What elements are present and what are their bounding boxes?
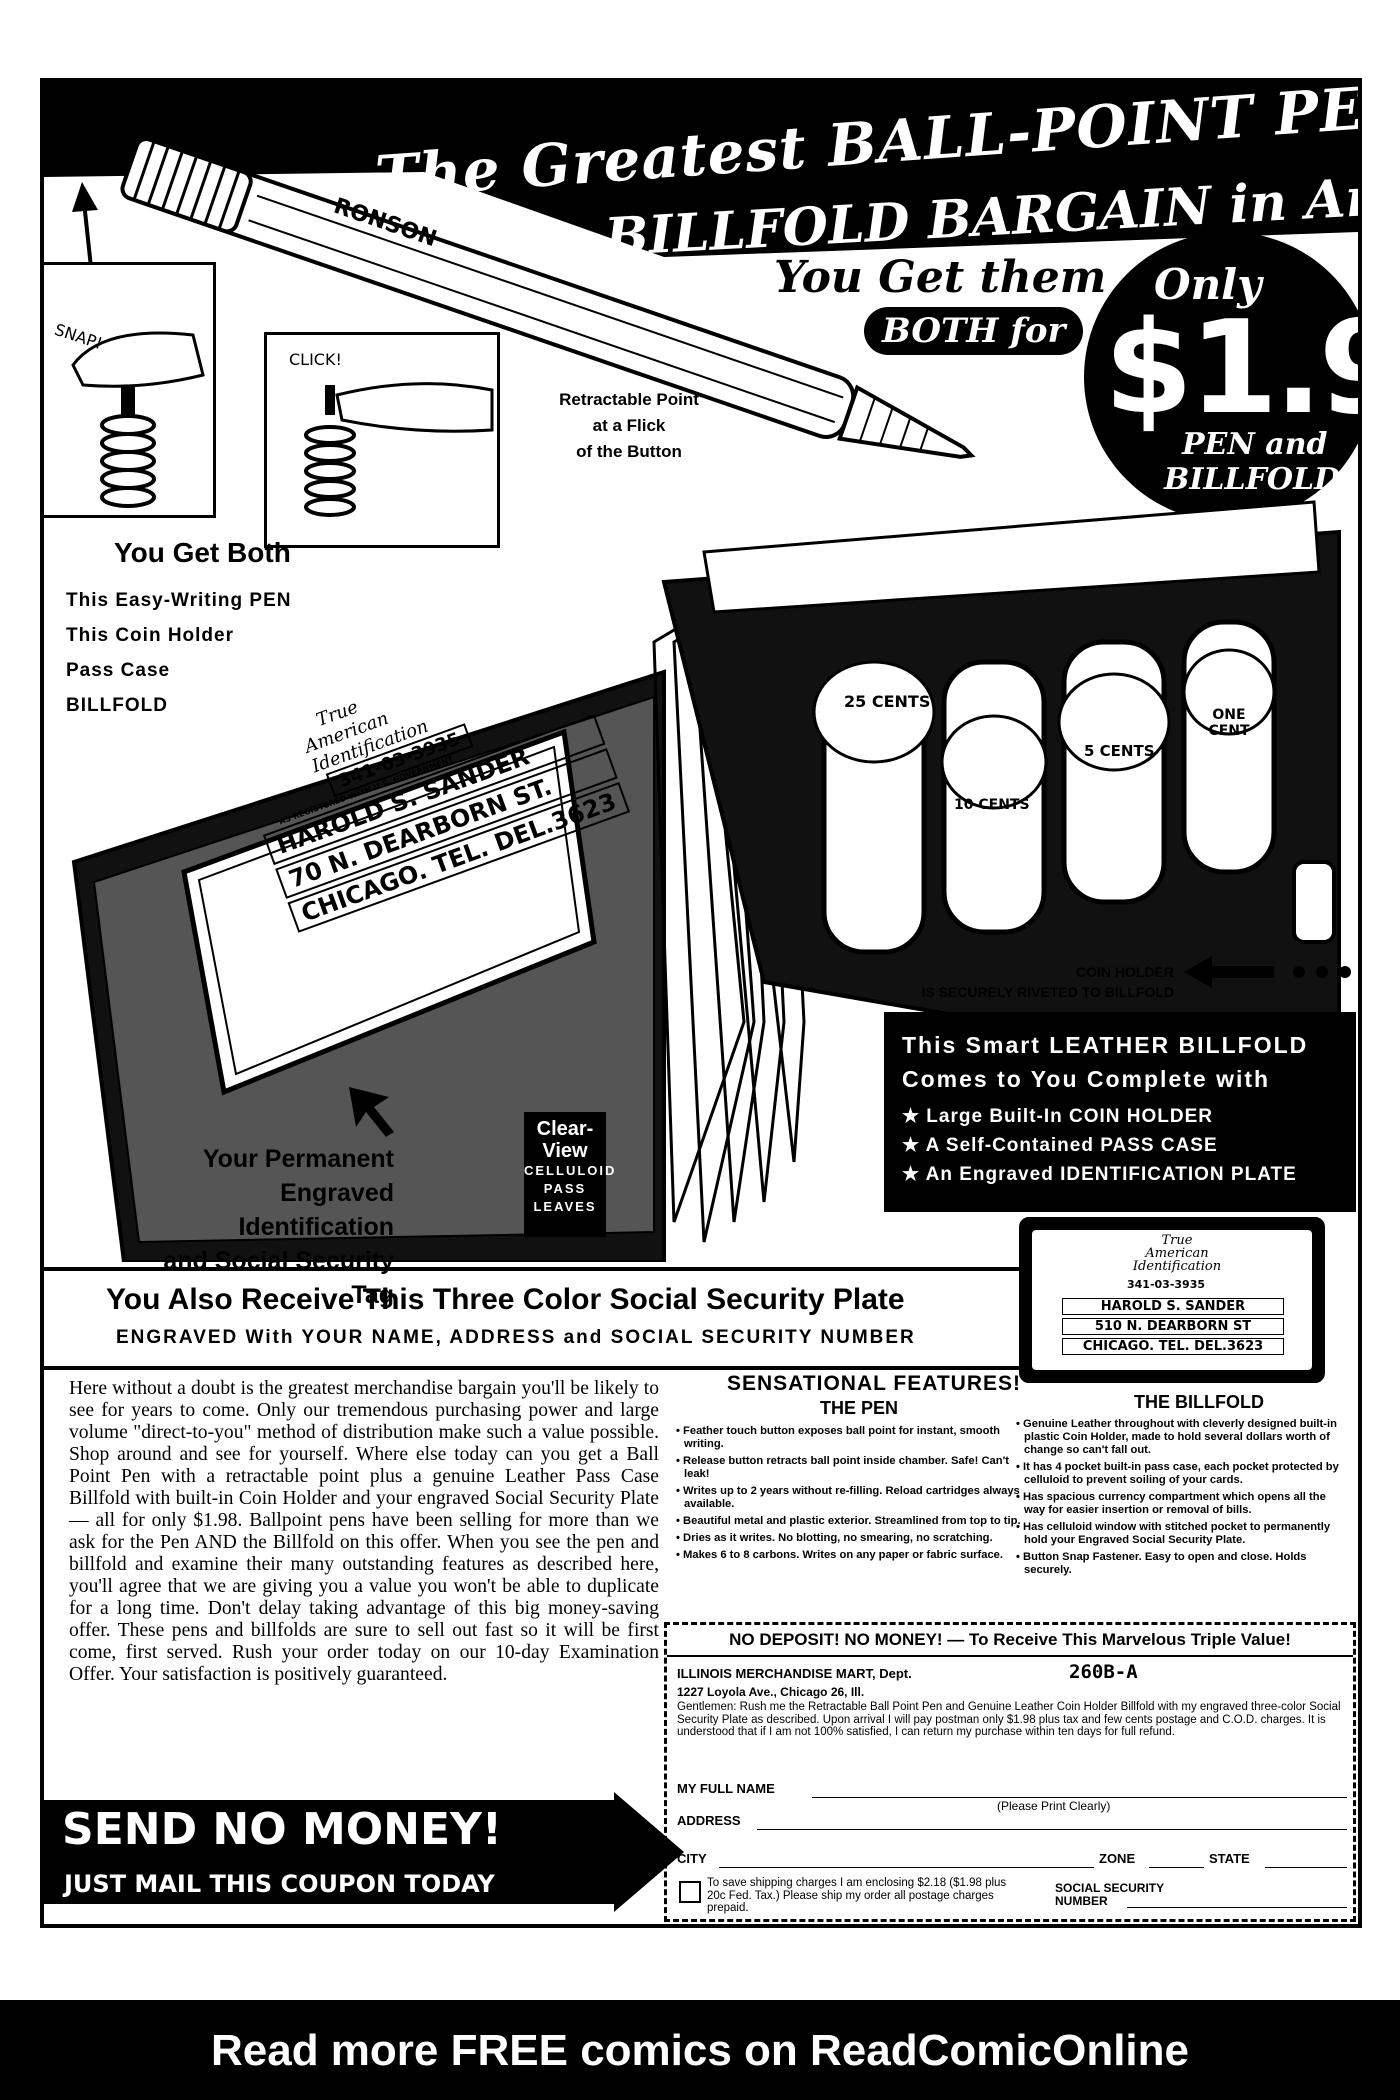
pointer-arrow-icon [349,1087,394,1137]
coin-dime: 10 CENTS [954,797,1030,813]
footer-banner: Read more FREE comics on ReadComicOnline [0,2000,1400,2100]
list-item: • Writes up to 2 years without re-fillin… [676,1485,1020,1510]
retract-caption: Retractable Point at a Flick of the Butt… [559,390,699,461]
you-get-both-title: You Get Both [114,537,291,568]
price-only: Only [1154,260,1262,309]
list-item: • Button Snap Fastener. Easy to open and… [1016,1551,1307,1576]
list-item: • Has spacious currency compartment whic… [1016,1491,1326,1516]
coin-quarter: 25 CENTS [844,692,931,711]
coin-nickel: 5 CENTS [1084,742,1155,760]
social-security-label: SOCIAL SECURITY [1055,1881,1165,1895]
ballpoint-pen-icon: RONSON [120,137,976,459]
coupon-header: NO DEPOSIT! NO MONEY! — To Receive This … [667,1625,1353,1657]
coupon-company: ILLINOIS MERCHANDISE MART, Dept. [677,1666,912,1681]
both-item-coin: This Coin Holder [66,625,234,646]
list-item: • Has celluloid window with stitched poc… [1016,1521,1331,1546]
clear-view-badge: Clear- View CELLULOID PASS LEAVES [524,1112,614,1237]
coin-penny: ONE CENT [1208,707,1250,739]
zone-field[interactable] [1149,1867,1204,1868]
order-coupon: NO DEPOSIT! NO MONEY! — To Receive This … [664,1622,1356,1922]
state-field[interactable] [1265,1867,1347,1868]
three-color-banner: You Also Receive This Three Color Social… [44,1267,1044,1370]
social-security-number-label: NUMBER [1055,1894,1108,1908]
list-item: • Dries as it writes. No blotting, no sm… [676,1532,993,1544]
click-panel [264,332,500,548]
coupon-dept-code: 260B-A [1069,1661,1138,1683]
three-color-subtitle: ENGRAVED With YOUR NAME, ADDRESS and SOC… [116,1327,916,1348]
headline-band [44,82,1358,257]
body-copy: Here without a doubt is the greatest mer… [69,1378,659,1685]
zone-label: ZONE [1099,1851,1136,1866]
prepay-checkbox[interactable] [679,1881,701,1903]
advertisement: The Greatest BALL-POINT PEN and BILLFOLD… [40,78,1362,1928]
both-item-billfold: BILLFOLD [66,695,168,716]
pen-features-list: • Feather touch button exposes ball poin… [676,1425,1026,1566]
price-badge: Only $1.98 PEN and BILLFOLD [1084,232,1358,522]
social-security-field[interactable] [1127,1907,1347,1908]
list-item: • Release button retracts ball point ins… [676,1455,1009,1480]
billfold-features-list: • Genuine Leather throughout with clever… [1016,1418,1348,1581]
both-item-pass: Pass Case [66,660,171,681]
pen-features-title: THE PEN [819,1398,898,1418]
list-item: • Beautiful metal and plastic exterior. … [676,1515,1021,1527]
list-item: • Feather touch button exposes ball poin… [676,1425,1001,1450]
both-item-pen: This Easy-Writing PEN [66,590,292,611]
coupon-address: 1227 Loyola Ave., Chicago 26, Ill. [677,1685,865,1699]
send-no-money-arrow [44,1792,684,1912]
permanent-id-caption: Your Permanent Engraved Identification a… [163,1145,394,1309]
features-title: SENSATIONAL FEATURES! [726,1372,1021,1395]
coupon-gentlemen: Gentlemen: Rush me the Retractable Ball … [677,1701,1341,1738]
full-name-field[interactable] [812,1797,1347,1798]
snap-panel [44,262,216,518]
full-name-label: MY FULL NAME [677,1781,775,1796]
arrow-left-dots-icon [1184,956,1351,988]
price-sub-pen: PEN and [1182,427,1328,462]
address-label: ADDRESS [677,1813,741,1828]
three-color-title: You Also Receive This Three Color Social… [106,1283,905,1316]
billfold-features-title: THE BILLFOLD [1134,1392,1264,1412]
list-item: • It has 4 pocket built-in pass case, ea… [1016,1461,1339,1486]
save-shipping-note: To save shipping charges I am enclosing … [707,1877,1007,1914]
state-label: STATE [1209,1851,1250,1866]
footer-link[interactable]: Read more FREE comics on ReadComicOnline [210,2026,1189,2075]
list-item: • Genuine Leather throughout with clever… [1016,1418,1337,1456]
city-label: CITY [677,1851,707,1866]
coin-holder-note: COIN HOLDER IS SECURELY RIVETED TO BILLF… [921,964,1174,1000]
price: $1.98 [1104,294,1358,443]
list-item: • Makes 6 to 8 carbons. Writes on any pa… [676,1549,1004,1561]
city-field[interactable] [719,1867,1094,1868]
billfold-illustration [71,500,1341,1262]
address-field[interactable] [757,1829,1347,1830]
print-clearly-note: (Please Print Clearly) [997,1799,1111,1813]
click-label: CLICK! [289,350,342,369]
mail-coupon-today: JUST MAIL THIS COUPON TODAY [64,1870,495,1898]
button-spring-click-icon [304,382,494,517]
button-spring-icon [71,331,205,508]
features-box: This Smart LEATHER BILLFOLD Comes to You… [884,1012,1356,1212]
social-security-plate: True American Identification 341-03-3935… [1019,1217,1325,1383]
send-no-money: SEND NO MONEY! [62,1804,502,1855]
you-get-them: You Get them [774,252,1107,303]
price-sub-billfold: BILLFOLD [1164,462,1341,497]
both-for: BOTH for [864,307,1084,355]
